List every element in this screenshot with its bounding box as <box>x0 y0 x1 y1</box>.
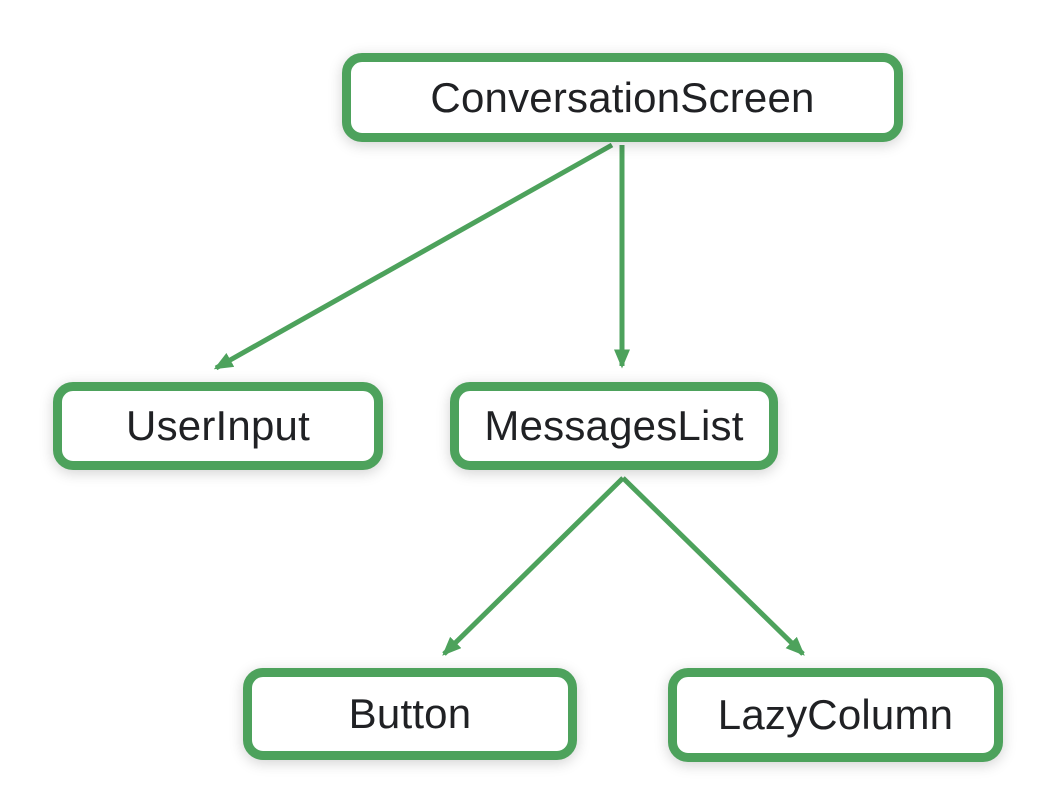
node-lazy-column-label: LazyColumn <box>717 691 954 738</box>
node-button-label: Button <box>348 690 472 737</box>
node-conversation-screen-label: ConversationScreen <box>430 73 815 121</box>
node-messages-list-label: MessagesList <box>484 402 744 449</box>
node-button: Button <box>243 668 577 760</box>
node-lazy-column: LazyColumn <box>668 668 1003 762</box>
edge-messageslist-button <box>442 476 625 656</box>
node-messages-list: MessagesList <box>450 382 778 470</box>
node-user-input: UserInput <box>53 382 383 470</box>
edge-conversationscreen-userinput <box>213 142 614 371</box>
node-conversation-screen: ConversationScreen <box>342 53 903 142</box>
node-user-input-label: UserInput <box>126 402 310 449</box>
edge-messageslist-lazycolumn <box>621 476 805 656</box>
